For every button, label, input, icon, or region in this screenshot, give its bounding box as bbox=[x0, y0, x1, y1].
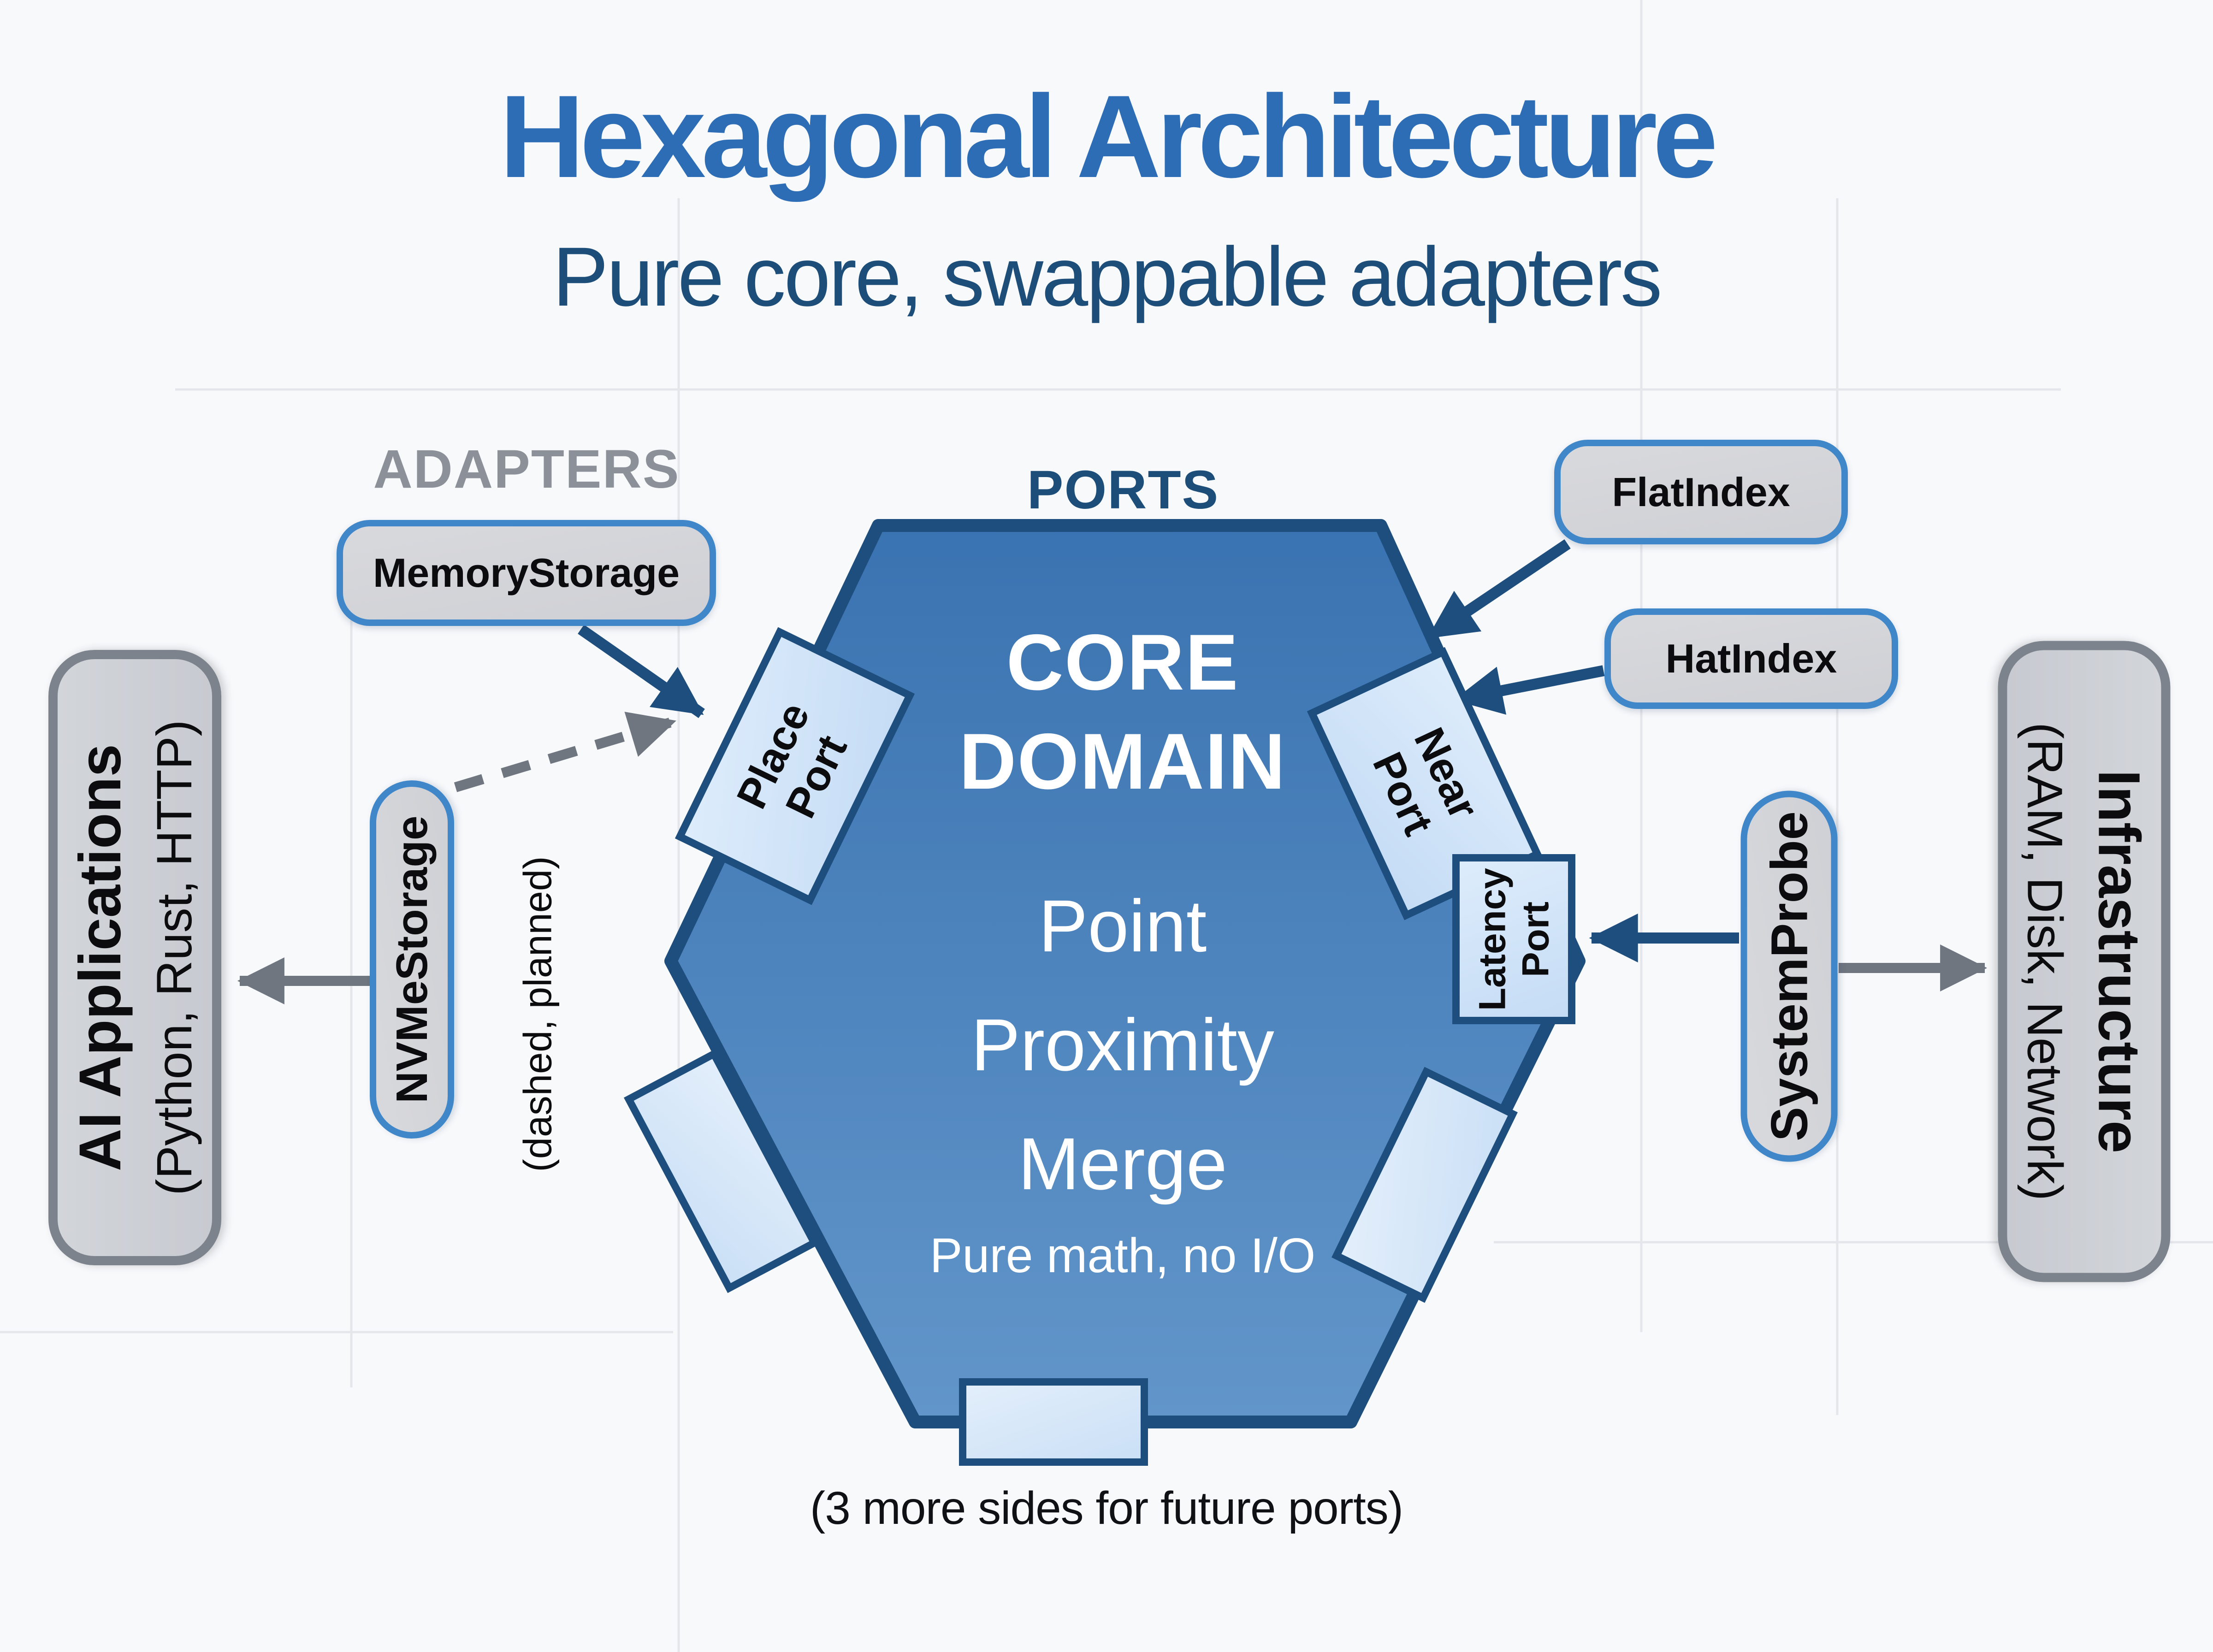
arrow-nvmestorage-to-placeport-dashed bbox=[454, 712, 676, 792]
core-domain-note: Pure math, no I/O bbox=[929, 1228, 1316, 1283]
external-ai-applications: AI Applications (Python, Rust, HTTP) bbox=[48, 650, 221, 1265]
adapters-section-label: ADAPTERS bbox=[373, 439, 680, 500]
page-title: Hexagonal Architecture bbox=[499, 71, 1718, 202]
latency-port: Latency Port bbox=[1452, 854, 1575, 1024]
infrastructure-title: Infrastructure bbox=[2086, 769, 2152, 1154]
ports-section-label: PORTS bbox=[1027, 460, 1219, 520]
ai-applications-title: AI Applications bbox=[67, 744, 133, 1171]
arrow-memorystorage-to-placeport bbox=[578, 625, 705, 718]
adapter-nvmestorage-note: (dashed, planned) bbox=[377, 856, 700, 1172]
core-capability-point: Point bbox=[1038, 885, 1207, 967]
latency-port-label-line2: Port bbox=[1514, 901, 1556, 977]
adapter-memorystorage-label: MemoryStorage bbox=[373, 550, 680, 596]
adapter-systemprobe: SystemProbe bbox=[1740, 791, 1838, 1162]
core-capability-merge: Merge bbox=[1018, 1122, 1227, 1205]
arrow-hatindex-to-nearport bbox=[1453, 665, 1605, 715]
ai-applications-subtitle: (Python, Rust, HTTP) bbox=[146, 720, 202, 1196]
arrow-flatindex-to-nearport bbox=[1426, 539, 1571, 642]
core-domain-title-line2: DOMAIN bbox=[959, 717, 1286, 806]
latency-port-label-line1: Latency bbox=[1471, 867, 1513, 1011]
adapter-memorystorage: MemoryStorage bbox=[337, 520, 716, 626]
bottom-caption: (3 more sides for future ports) bbox=[810, 1482, 1403, 1534]
core-domain-title-line1: CORE bbox=[1006, 618, 1239, 707]
core-domain-text: CORE DOMAIN Point Proximity Merge Pure m… bbox=[754, 613, 1491, 1288]
adapter-nvmestorage-note-text: (dashed, planned) bbox=[516, 856, 560, 1172]
core-capability-proximity: Proximity bbox=[971, 1003, 1274, 1086]
adapter-flatindex-label: FlatIndex bbox=[1612, 469, 1790, 515]
page-subtitle: Pure core, swappable adapters bbox=[552, 230, 1662, 324]
adapter-hatindex: HatIndex bbox=[1604, 608, 1898, 709]
adapter-flatindex: FlatIndex bbox=[1554, 440, 1848, 544]
infrastructure-subtitle: (RAM, Disk, Network) bbox=[2017, 722, 2073, 1201]
adapter-nvmestorage: NVMeStorage bbox=[370, 780, 454, 1139]
adapter-hatindex-label: HatIndex bbox=[1665, 636, 1837, 681]
future-port-bottom bbox=[959, 1378, 1148, 1466]
adapter-systemprobe-label: SystemProbe bbox=[1760, 811, 1818, 1141]
adapter-nvmestorage-label: NVMeStorage bbox=[387, 815, 437, 1103]
external-infrastructure: Infrastructure (RAM, Disk, Network) bbox=[1998, 641, 2171, 1282]
